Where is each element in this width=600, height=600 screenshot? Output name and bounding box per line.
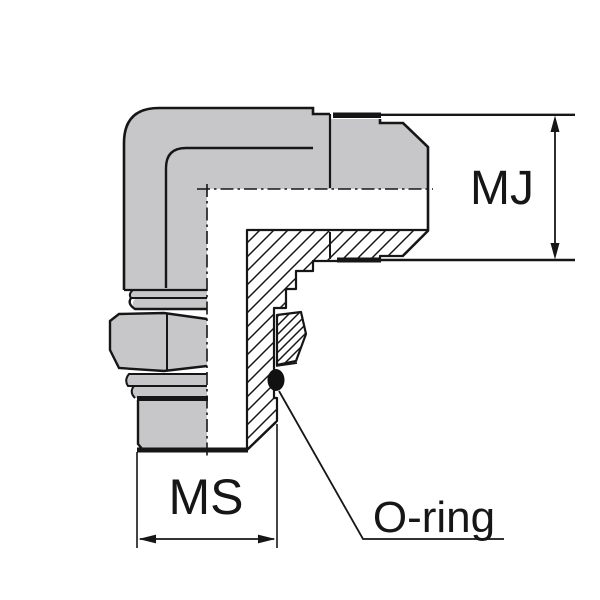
- locknut-section-hatched: [275, 310, 308, 367]
- mj-arrowhead-up: [550, 115, 560, 132]
- flange-outline-upper: [128, 289, 207, 299]
- elbow-inner-bend-contour: [164, 146, 313, 288]
- elbow-outer-contour: [122, 106, 330, 290]
- ms-label: MS: [169, 469, 244, 525]
- ms-arrowhead-right: [258, 534, 276, 544]
- port-tip-profile: [378, 119, 430, 231]
- washer-outline-lower: [130, 385, 136, 399]
- ms-dimension: MS: [136, 424, 278, 548]
- oring-label: O-ring: [373, 493, 495, 542]
- centerlines: [197, 184, 433, 456]
- flange-outline-lower: [128, 297, 207, 311]
- hex-locknut-outline: [108, 311, 208, 373]
- elbow-body-fill: [124, 108, 428, 290]
- washer-ring-lower: [132, 386, 207, 398]
- stud-end-chamfer: [247, 421, 277, 450]
- section-wall-hatched: [245, 228, 430, 452]
- oring-callout: O-ring: [278, 390, 504, 542]
- bottom-thread-fill: [138, 399, 207, 450]
- ms-arrowhead-left: [138, 534, 156, 544]
- mj-label: MJ: [470, 162, 534, 215]
- bottom-end-face: [137, 447, 248, 453]
- flange-ring-lower: [132, 298, 207, 309]
- hex-locknut-fill: [110, 313, 207, 371]
- cross-section: [245, 228, 430, 452]
- bottom-thread-crest-top: [137, 396, 208, 401]
- o-ring-seal: [267, 369, 285, 391]
- mj-dimension: MJ: [336, 113, 575, 262]
- oring-leader-line: [278, 390, 504, 540]
- washer-outline-upper: [125, 373, 207, 387]
- washer-ring-upper: [126, 374, 207, 386]
- elbow-body-exterior: [108, 106, 430, 453]
- mj-arrowhead-down: [550, 243, 560, 260]
- flange-ring-upper: [129, 290, 207, 298]
- washer-section-line: [275, 362, 298, 367]
- mj-thread-crest-bottom: [337, 257, 381, 263]
